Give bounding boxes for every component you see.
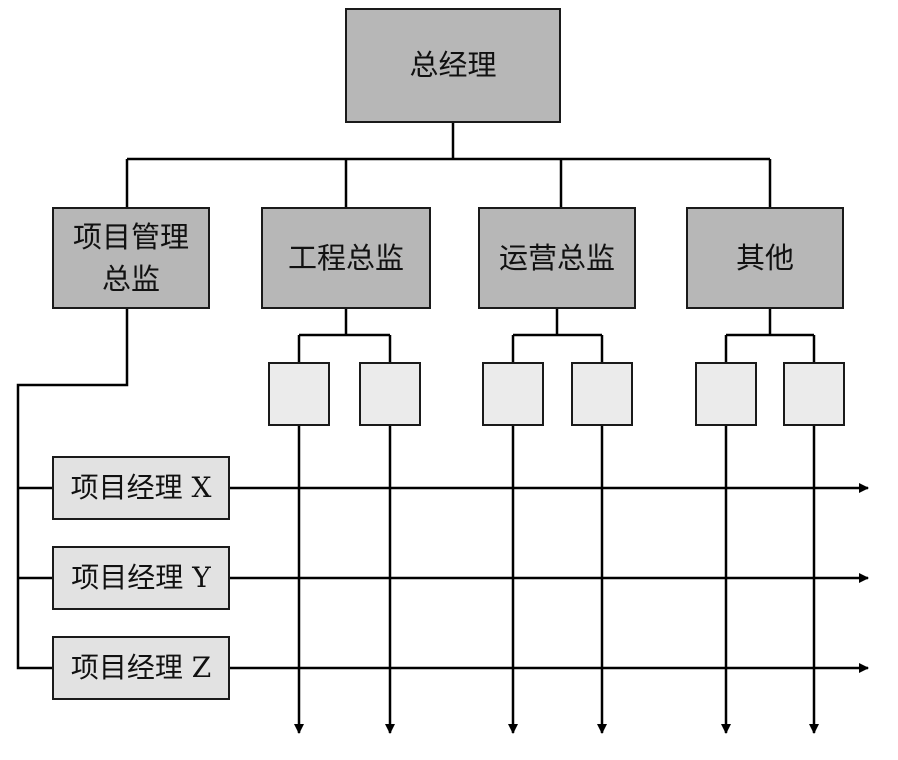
- project-manager-box-x: 项目经理 X: [52, 456, 230, 520]
- sub-unit-box: [268, 362, 330, 426]
- director-box-project-management: 项目管理 总监: [52, 207, 210, 309]
- director-box-engineering: 工程总监: [261, 207, 431, 309]
- project-manager-label: 项目经理 Z: [70, 650, 212, 684]
- project-manager-label: 项目经理 X: [70, 470, 212, 504]
- director-box-other: 其他: [686, 207, 844, 309]
- project-manager-box-z: 项目经理 Z: [52, 636, 230, 700]
- director-label: 工程总监: [287, 240, 404, 275]
- sub-unit-box: [571, 362, 633, 426]
- ceo-label: 总经理: [409, 48, 497, 83]
- ceo-box: 总经理: [345, 8, 561, 123]
- director-box-operations: 运营总监: [478, 207, 636, 309]
- sub-unit-box: [695, 362, 757, 426]
- sub-unit-box: [783, 362, 845, 426]
- director-label-line2: 总监: [101, 262, 160, 296]
- pm-director-link: [16, 308, 129, 670]
- project-manager-box-y: 项目经理 Y: [52, 546, 230, 610]
- director-label: 其他: [735, 240, 794, 275]
- director-label-line1: 项目管理: [72, 219, 189, 254]
- project-manager-label: 项目经理 Y: [71, 560, 211, 594]
- director-label: 项目管理 总监: [73, 216, 189, 300]
- director-label: 运营总监: [498, 240, 615, 275]
- sub-unit-box: [359, 362, 421, 426]
- sub-unit-box: [482, 362, 544, 426]
